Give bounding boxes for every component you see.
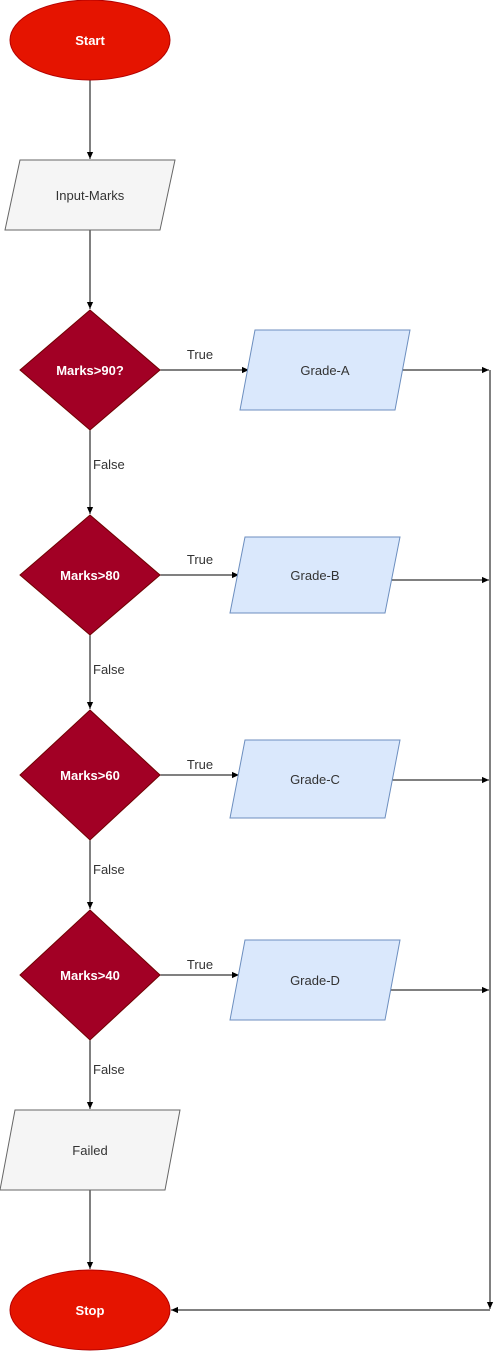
decision-60-node: Marks>60 (19, 709, 161, 841)
grade-d-label: Grade-D (290, 973, 340, 988)
grade-a-shape (239, 329, 411, 411)
grade-a-label: Grade-A (300, 363, 349, 378)
grade-d-node: Grade-D (229, 939, 401, 1021)
grade-b-node: Grade-B (229, 536, 401, 614)
input-marks-node: Input-Marks (4, 159, 176, 231)
label-true-80: True (187, 552, 213, 567)
decision-80-label: Marks>80 (60, 568, 120, 583)
decision-40-node: Marks>40 (19, 909, 161, 1041)
input-marks-label: Input-Marks (56, 188, 125, 203)
input-marks-shape (4, 159, 176, 231)
decision-80-shape (19, 514, 161, 636)
stop-label: Stop (76, 1303, 105, 1318)
decision-60-label: Marks>60 (60, 768, 120, 783)
decision-90-label: Marks>90? (56, 363, 124, 378)
decision-90-node: Marks>90? (19, 309, 161, 431)
label-false-60: False (93, 862, 125, 877)
edge-labels: True False True False True False True Fa… (93, 347, 213, 1077)
grade-b-shape (229, 536, 401, 614)
label-false-90: False (93, 457, 125, 472)
decision-60-shape (19, 709, 161, 841)
label-true-40: True (187, 957, 213, 972)
grade-d-shape (229, 939, 401, 1021)
decision-80-node: Marks>80 (19, 514, 161, 636)
stop-node: Stop (9, 1269, 171, 1351)
grade-c-shape (229, 739, 401, 819)
label-false-40: False (93, 1062, 125, 1077)
label-true-60: True (187, 757, 213, 772)
failed-label: Failed (72, 1143, 107, 1158)
grade-c-node: Grade-C (229, 739, 401, 819)
failed-node: Failed (0, 1109, 181, 1191)
stop-shape (9, 1269, 171, 1351)
decision-40-shape (19, 909, 161, 1041)
grade-a-node: Grade-A (239, 329, 411, 411)
grade-b-label: Grade-B (290, 568, 339, 583)
connectors (86, 80, 494, 1314)
decision-40-label: Marks>40 (60, 968, 120, 983)
label-true-90: True (187, 347, 213, 362)
decision-90-shape (19, 309, 161, 431)
start-node: Start (9, 0, 171, 81)
start-shape (9, 0, 171, 81)
start-label: Start (75, 33, 105, 48)
failed-shape (0, 1109, 181, 1191)
grade-c-label: Grade-C (290, 772, 340, 787)
label-false-80: False (93, 662, 125, 677)
